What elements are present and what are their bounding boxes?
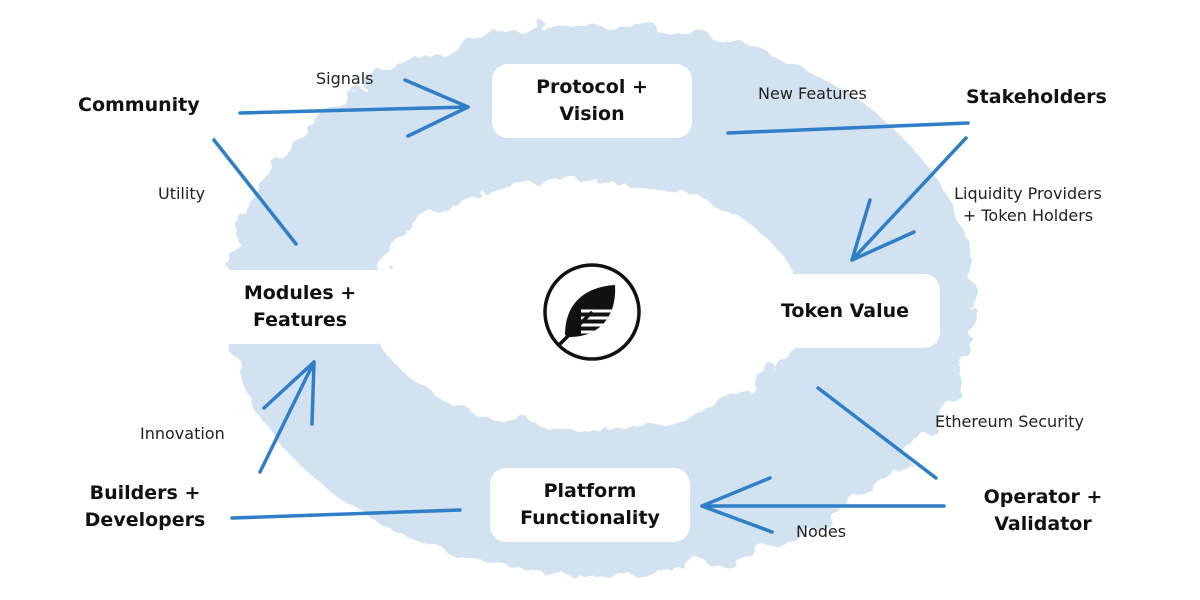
node-stakeholders: Stakeholders xyxy=(966,84,1107,111)
edge-label-nodes: Nodes xyxy=(796,521,846,543)
node-label: Protocol + xyxy=(536,74,648,101)
node-label: Developers xyxy=(70,507,220,534)
node-label: Community xyxy=(78,92,200,119)
edge-label-liquidity: Liquidity Providers + Token Holders xyxy=(928,183,1128,227)
node-label: Builders + xyxy=(70,480,220,507)
node-modules-features: Modules + Features xyxy=(210,270,390,344)
leaf-logo-icon xyxy=(541,261,643,363)
edge-label-text: New Features xyxy=(758,83,867,105)
node-label: Validator xyxy=(968,511,1118,538)
node-label: Operator + xyxy=(968,484,1118,511)
node-label: Modules + xyxy=(244,280,356,307)
node-label: Stakeholders xyxy=(966,84,1107,111)
node-builders-developers: Builders + Developers xyxy=(70,480,220,534)
edge-label-new-features: New Features xyxy=(758,83,867,105)
node-community: Community xyxy=(78,92,200,119)
edge-label-signals: Signals xyxy=(316,68,373,90)
edge-label-text: Innovation xyxy=(140,423,225,445)
edge-label-text: + Token Holders xyxy=(928,205,1128,227)
edge-label-text: Liquidity Providers xyxy=(928,183,1128,205)
node-label: Token Value xyxy=(781,298,909,325)
node-operator-validator: Operator + Validator xyxy=(968,484,1118,538)
edge-label-text: Ethereum Security xyxy=(935,411,1084,433)
node-label: Features xyxy=(253,307,347,334)
node-label: Platform xyxy=(544,478,637,505)
edge-label-innovation: Innovation xyxy=(140,423,225,445)
edge-label-utility: Utility xyxy=(158,183,205,205)
edge-label-text: Utility xyxy=(158,183,205,205)
node-platform-functionality: Platform Functionality xyxy=(490,468,690,542)
edge-label-text: Nodes xyxy=(796,521,846,543)
edge-label-ethereum-security: Ethereum Security xyxy=(935,411,1084,433)
node-label: Functionality xyxy=(520,505,660,532)
edge-label-text: Signals xyxy=(316,68,373,90)
node-protocol-vision: Protocol + Vision xyxy=(492,64,692,138)
node-label: Vision xyxy=(559,101,624,128)
node-token-value: Token Value xyxy=(750,274,940,348)
